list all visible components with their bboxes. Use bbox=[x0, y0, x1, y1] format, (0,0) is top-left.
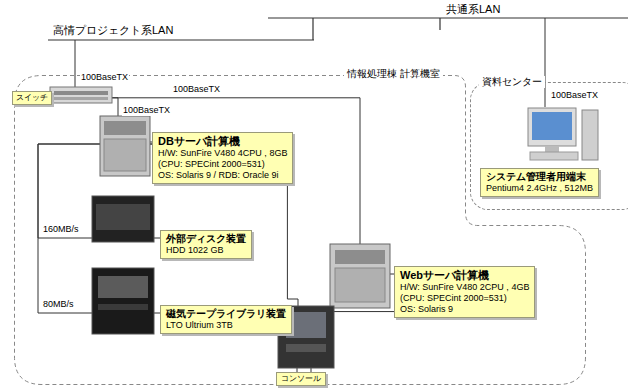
edge-label: 100BaseTX bbox=[122, 105, 171, 116]
monitor-stand bbox=[545, 146, 559, 152]
edge-label: 100BaseTX bbox=[172, 84, 221, 95]
device-name: 外部ディスク装置 bbox=[166, 233, 246, 245]
cable-line bbox=[75, 40, 76, 88]
spec-text: H/W: SunFire V480 4CPU , 8GB bbox=[158, 148, 287, 159]
cable-line bbox=[545, 18, 546, 107]
region-heading: 情報処理棟 計算機室 bbox=[344, 68, 443, 80]
disk-slots bbox=[96, 204, 150, 230]
lan-link bbox=[312, 18, 313, 40]
tape-slot bbox=[98, 304, 148, 310]
lan-line bbox=[268, 17, 628, 18]
spec-text: H/W: SunFire V480 2CPU , 4GB bbox=[400, 282, 529, 293]
switch-ports bbox=[54, 97, 108, 100]
server-front bbox=[104, 121, 146, 135]
device-label: 外部ディスク装置HDD 1022 GB bbox=[160, 230, 252, 259]
device-name: コンソール bbox=[281, 374, 321, 384]
server-icon bbox=[100, 116, 150, 176]
keyboard-icon bbox=[530, 152, 578, 160]
server-label: DBサーバ計算機H/W: SunFire V480 4CPU , 8GB(CPU… bbox=[152, 132, 293, 184]
spec-text: Pentium4 2.4GHz , 512MB bbox=[486, 183, 593, 194]
spec-text: OS: Solaris 9 bbox=[400, 304, 529, 315]
device-name: 磁気テープライブラリ装置 bbox=[166, 308, 286, 320]
device-name: Webサーバ計算機 bbox=[400, 269, 529, 282]
tape-library-icon bbox=[92, 268, 154, 334]
server-label: Webサーバ計算機H/W: SunFire V480 2CPU , 4GB(CP… bbox=[394, 266, 535, 318]
device-name: システム管理者用端末 bbox=[486, 171, 593, 183]
server-front bbox=[335, 250, 385, 264]
device-label: 磁気テープライブラリ装置LTO Ultrium 3TB bbox=[160, 305, 292, 334]
server-icon bbox=[330, 244, 390, 308]
region-outline bbox=[15, 76, 586, 385]
disk-array-icon bbox=[92, 196, 154, 242]
device-name: DBサーバ計算機 bbox=[158, 135, 287, 148]
console-keyboard bbox=[286, 344, 326, 352]
room-region: 資料センターシステム管理者用端末Pentium4 2.4GHz , 512MB bbox=[470, 82, 628, 210]
terminal-label: システム管理者用端末Pentium4 2.4GHz , 512MB bbox=[480, 168, 599, 197]
lan-stub bbox=[439, 18, 440, 30]
monitor-screen bbox=[532, 112, 572, 140]
lan-label: 高情プロジェクト系LAN bbox=[52, 24, 174, 37]
monitor-icon bbox=[528, 108, 576, 146]
spec-text: (CPU: SPECint 2000=531) bbox=[158, 159, 287, 170]
link-speed-label: 100BaseTX bbox=[80, 72, 129, 83]
spec-text: HDD 1022 GB bbox=[166, 245, 246, 256]
pc-tower-icon bbox=[582, 110, 598, 160]
region-outline bbox=[14, 75, 586, 385]
edge-label: 160MB/s bbox=[42, 224, 80, 235]
device-label: スイッチ bbox=[12, 91, 52, 105]
spec-text: (CPU: SPECint 2000=531) bbox=[400, 293, 529, 304]
edge-label: 80MB/s bbox=[42, 299, 75, 310]
server-front bbox=[104, 139, 146, 171]
region-heading: 資料センター bbox=[479, 76, 545, 88]
console-screen bbox=[286, 312, 326, 338]
link-speed-label: 100BaseTX bbox=[550, 90, 599, 101]
switch-ports bbox=[54, 91, 108, 95]
device-label: コンソール bbox=[276, 372, 326, 386]
lan-label: 共通系LAN bbox=[445, 3, 501, 16]
spec-text: LTO Ultrium 3TB bbox=[166, 320, 286, 331]
switch-icon bbox=[50, 87, 112, 103]
server-front bbox=[335, 268, 385, 302]
room-region: 情報処理棟 計算機室スイッチDBサーバ計算機H/W: SunFire V480 … bbox=[14, 75, 586, 385]
tape-window bbox=[98, 276, 148, 298]
spec-text: OS: Solaris 9 / RDB: Oracle 9i bbox=[158, 170, 287, 181]
device-name: スイッチ bbox=[16, 93, 48, 103]
lan-line bbox=[48, 39, 314, 40]
